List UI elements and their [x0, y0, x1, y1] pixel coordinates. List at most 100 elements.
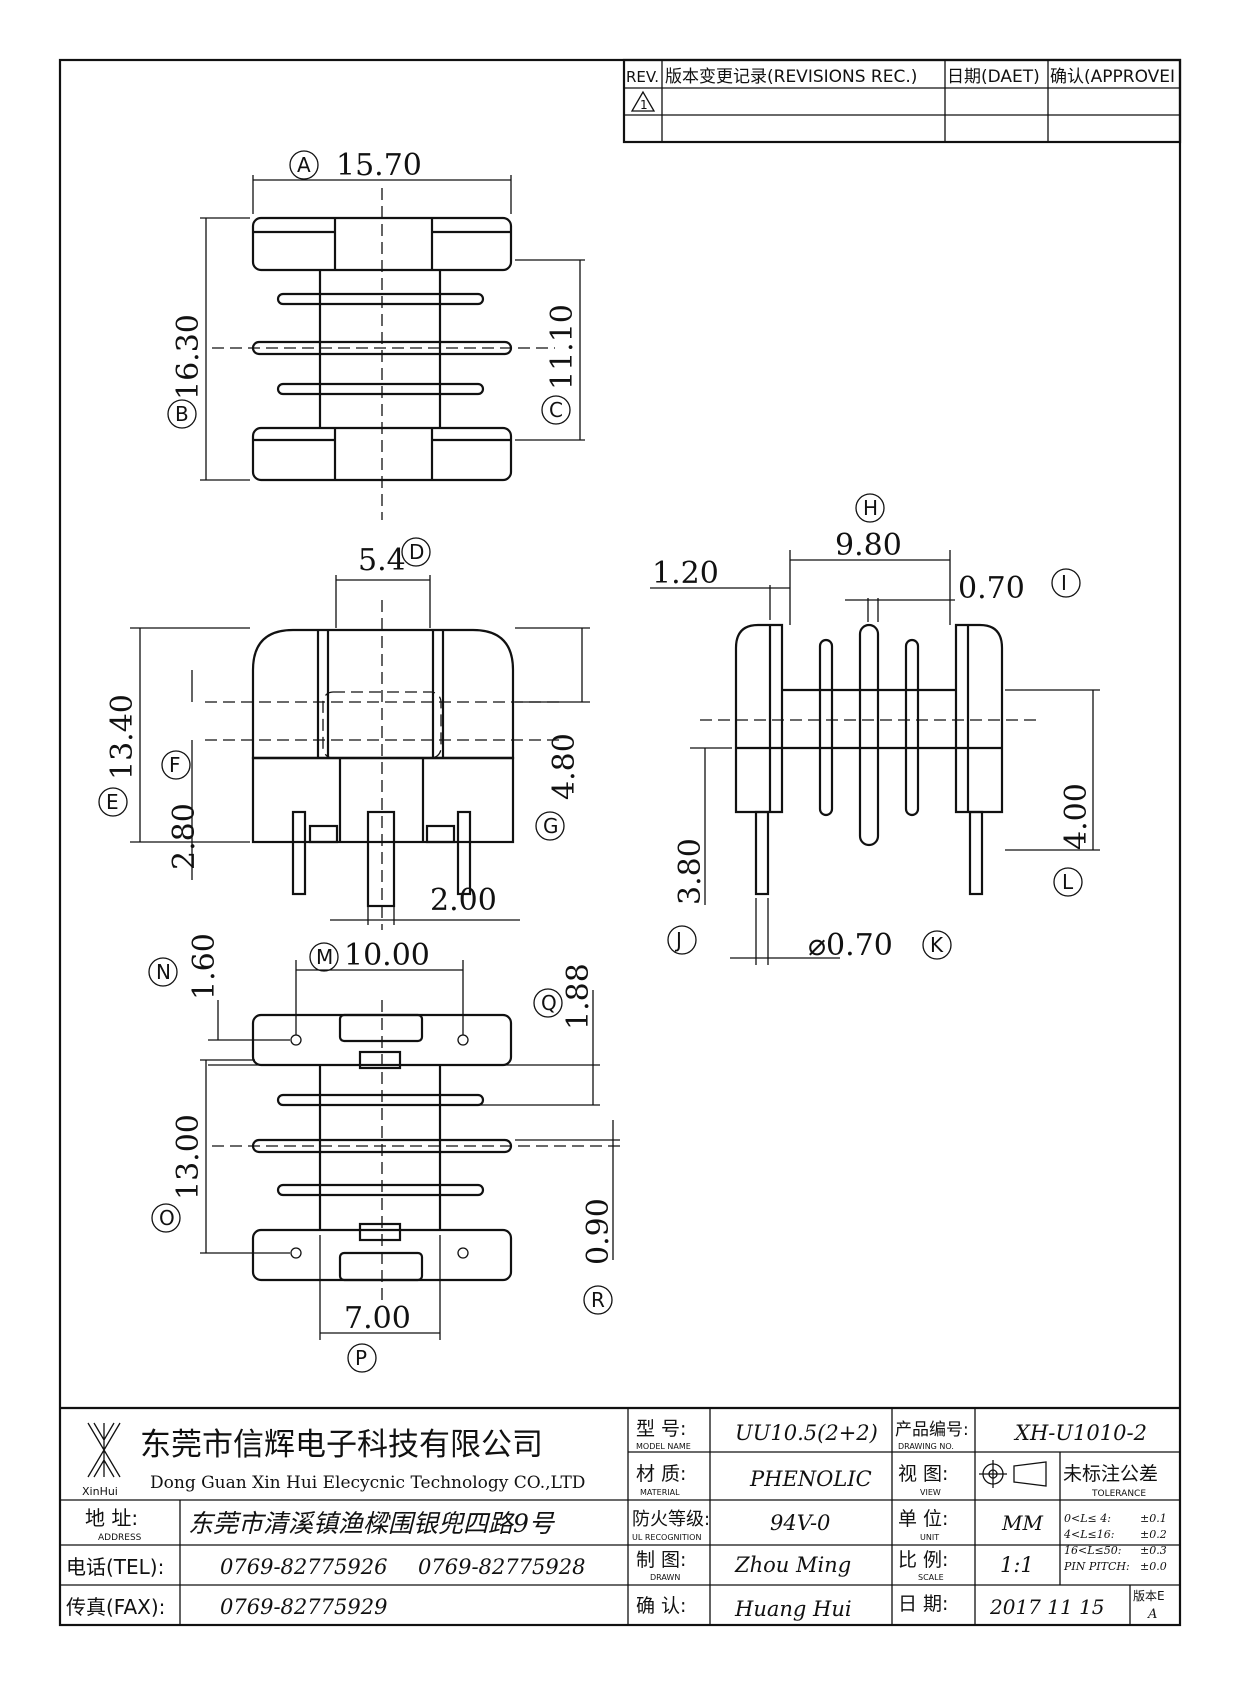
svg-text:M: M	[316, 945, 333, 969]
projection-symbol-icon	[979, 1460, 1047, 1488]
dim-m-value: 10.00	[344, 938, 430, 973]
title-block-grid	[60, 1406, 1180, 1625]
dim-p-value: 7.00	[344, 1301, 411, 1336]
svg-text:F: F	[169, 753, 181, 777]
svg-text:I: I	[1061, 571, 1067, 595]
dim-h-value: 9.80	[835, 528, 902, 563]
callout-m: M	[309, 942, 339, 972]
callout-a: A	[289, 150, 319, 180]
material-label-en: MATERIAL	[640, 1488, 680, 1497]
callout-k: K	[922, 930, 952, 960]
bottom-view	[200, 960, 620, 1340]
callout-l: L	[1053, 867, 1083, 897]
scale-value: 1:1	[1000, 1553, 1034, 1577]
svg-text:N: N	[156, 960, 171, 984]
scale-label: 比 例:	[898, 1549, 948, 1571]
tolerance-value: ±0.3	[1140, 1544, 1167, 1557]
svg-text:C: C	[549, 398, 563, 422]
svg-text:K: K	[930, 933, 944, 957]
callout-i: I	[1051, 568, 1081, 598]
top-view	[200, 175, 585, 520]
svg-text:R: R	[591, 1288, 605, 1312]
svg-text:Q: Q	[541, 991, 557, 1015]
svg-text:H: H	[863, 496, 878, 520]
callout-f: F	[161, 750, 191, 780]
rev-symbol: 1	[640, 98, 648, 112]
company-name-en: Dong Guan Xin Hui Elecycnic Technology C…	[150, 1473, 585, 1493]
dim-g-value: 4.80	[547, 733, 582, 800]
tolerance-range: 16<L≤50:	[1064, 1544, 1121, 1557]
drawn-value: Zhou Ming	[734, 1553, 851, 1577]
model-label-en: MODEL NAME	[636, 1442, 691, 1451]
drawing-no-label-en: DRAWING NO.	[898, 1442, 954, 1451]
dim-j-value: 3.80	[673, 838, 708, 905]
dim-i-value: 0.70	[958, 571, 1025, 606]
address-value: 东莞市清溪镇渔樑围银兜四路9号	[188, 1509, 556, 1538]
fax-label: 传真(FAX):	[66, 1595, 165, 1619]
view-label-en: VIEW	[920, 1488, 941, 1497]
dim-g2-value: 2.00	[430, 883, 497, 918]
callout-b: B	[167, 399, 197, 429]
tolerance-label-en: TOLERANCE	[1091, 1489, 1146, 1499]
dim-o-value: 13.00	[171, 1114, 206, 1200]
scale-label-en: SCALE	[918, 1573, 944, 1582]
xinhui-logo-icon	[87, 1422, 121, 1478]
revision-table: REV. 版本变更记录(REVISIONS REC.) 日期(DAET) 确认(…	[622, 58, 1182, 144]
unit-label-en: UNIT	[920, 1533, 939, 1542]
callout-o: O	[151, 1203, 181, 1233]
version-value: A	[1147, 1607, 1157, 1622]
dim-k-value: ⌀0.70	[808, 928, 893, 963]
side-view	[650, 550, 1100, 965]
drawn-label: 制 图:	[636, 1549, 686, 1571]
dim-l-value: 4.00	[1059, 783, 1094, 850]
unit-value: MM	[1001, 1511, 1043, 1535]
dim-n-value: 1.60	[187, 933, 222, 1000]
tolerance-range: 0<L≤ 4:	[1064, 1512, 1111, 1525]
tel-1: 0769-82775926	[220, 1555, 387, 1579]
tolerance-value: ±0.0	[1140, 1560, 1167, 1573]
callout-j: J	[667, 925, 697, 955]
date-value: 2017 11 15	[989, 1595, 1105, 1619]
drawing-no-label: 产品编号:	[895, 1420, 969, 1440]
svg-text:A: A	[297, 153, 311, 177]
dim-a-value: 15.70	[336, 148, 422, 183]
approve-value: Huang Hui	[734, 1597, 852, 1621]
material-value: PHENOLIC	[749, 1467, 872, 1491]
dim-q-value: 1.88	[561, 963, 596, 1030]
tel-2: 0769-82775928	[418, 1555, 585, 1579]
date-header: 日期(DAET)	[947, 67, 1040, 87]
tolerance-value: ±0.2	[1140, 1528, 1167, 1541]
company-name-cn: 东莞市信辉电子科技有限公司	[140, 1427, 543, 1463]
approve-label: 确 认:	[636, 1595, 686, 1617]
drawing-no-value: XH-U1010-2	[1013, 1421, 1147, 1445]
svg-text:B: B	[175, 402, 189, 426]
fax-value: 0769-82775929	[220, 1595, 387, 1619]
address-label-en: ADDRESS	[98, 1533, 142, 1543]
callout-p: P	[347, 1343, 377, 1373]
model-label: 型 号:	[636, 1418, 686, 1440]
view-label: 视 图:	[898, 1463, 948, 1485]
version-label: 版本E	[1133, 1589, 1165, 1603]
callout-q: Q	[533, 988, 563, 1018]
rev-header: REV.	[626, 68, 659, 86]
drawn-label-en: DRAWN	[650, 1573, 680, 1582]
dim-c-value: 11.10	[545, 304, 580, 390]
svg-text:P: P	[355, 1346, 367, 1370]
callout-n: N	[148, 957, 178, 987]
revisions-header: 版本变更记录(REVISIONS REC.)	[665, 67, 917, 87]
unit-label: 单 位:	[898, 1508, 948, 1530]
svg-text:G: G	[543, 814, 559, 838]
tolerance-range: 4<L≤16:	[1063, 1528, 1114, 1541]
callout-e: E	[98, 787, 128, 817]
svg-text:L: L	[1062, 870, 1074, 894]
date-label: 日 期:	[898, 1593, 948, 1615]
tolerance-range: PIN PITCH:	[1063, 1560, 1130, 1573]
svg-text:J: J	[674, 928, 682, 952]
callout-d: D	[401, 537, 431, 567]
tolerance-value: ±0.1	[1140, 1512, 1167, 1525]
sheet-border	[58, 58, 1182, 1627]
dim-r-value: 0.90	[581, 1198, 616, 1265]
ul-label-en: UL RECOGNITION	[632, 1533, 701, 1542]
tolerance-label: 未标注公差	[1063, 1463, 1158, 1485]
